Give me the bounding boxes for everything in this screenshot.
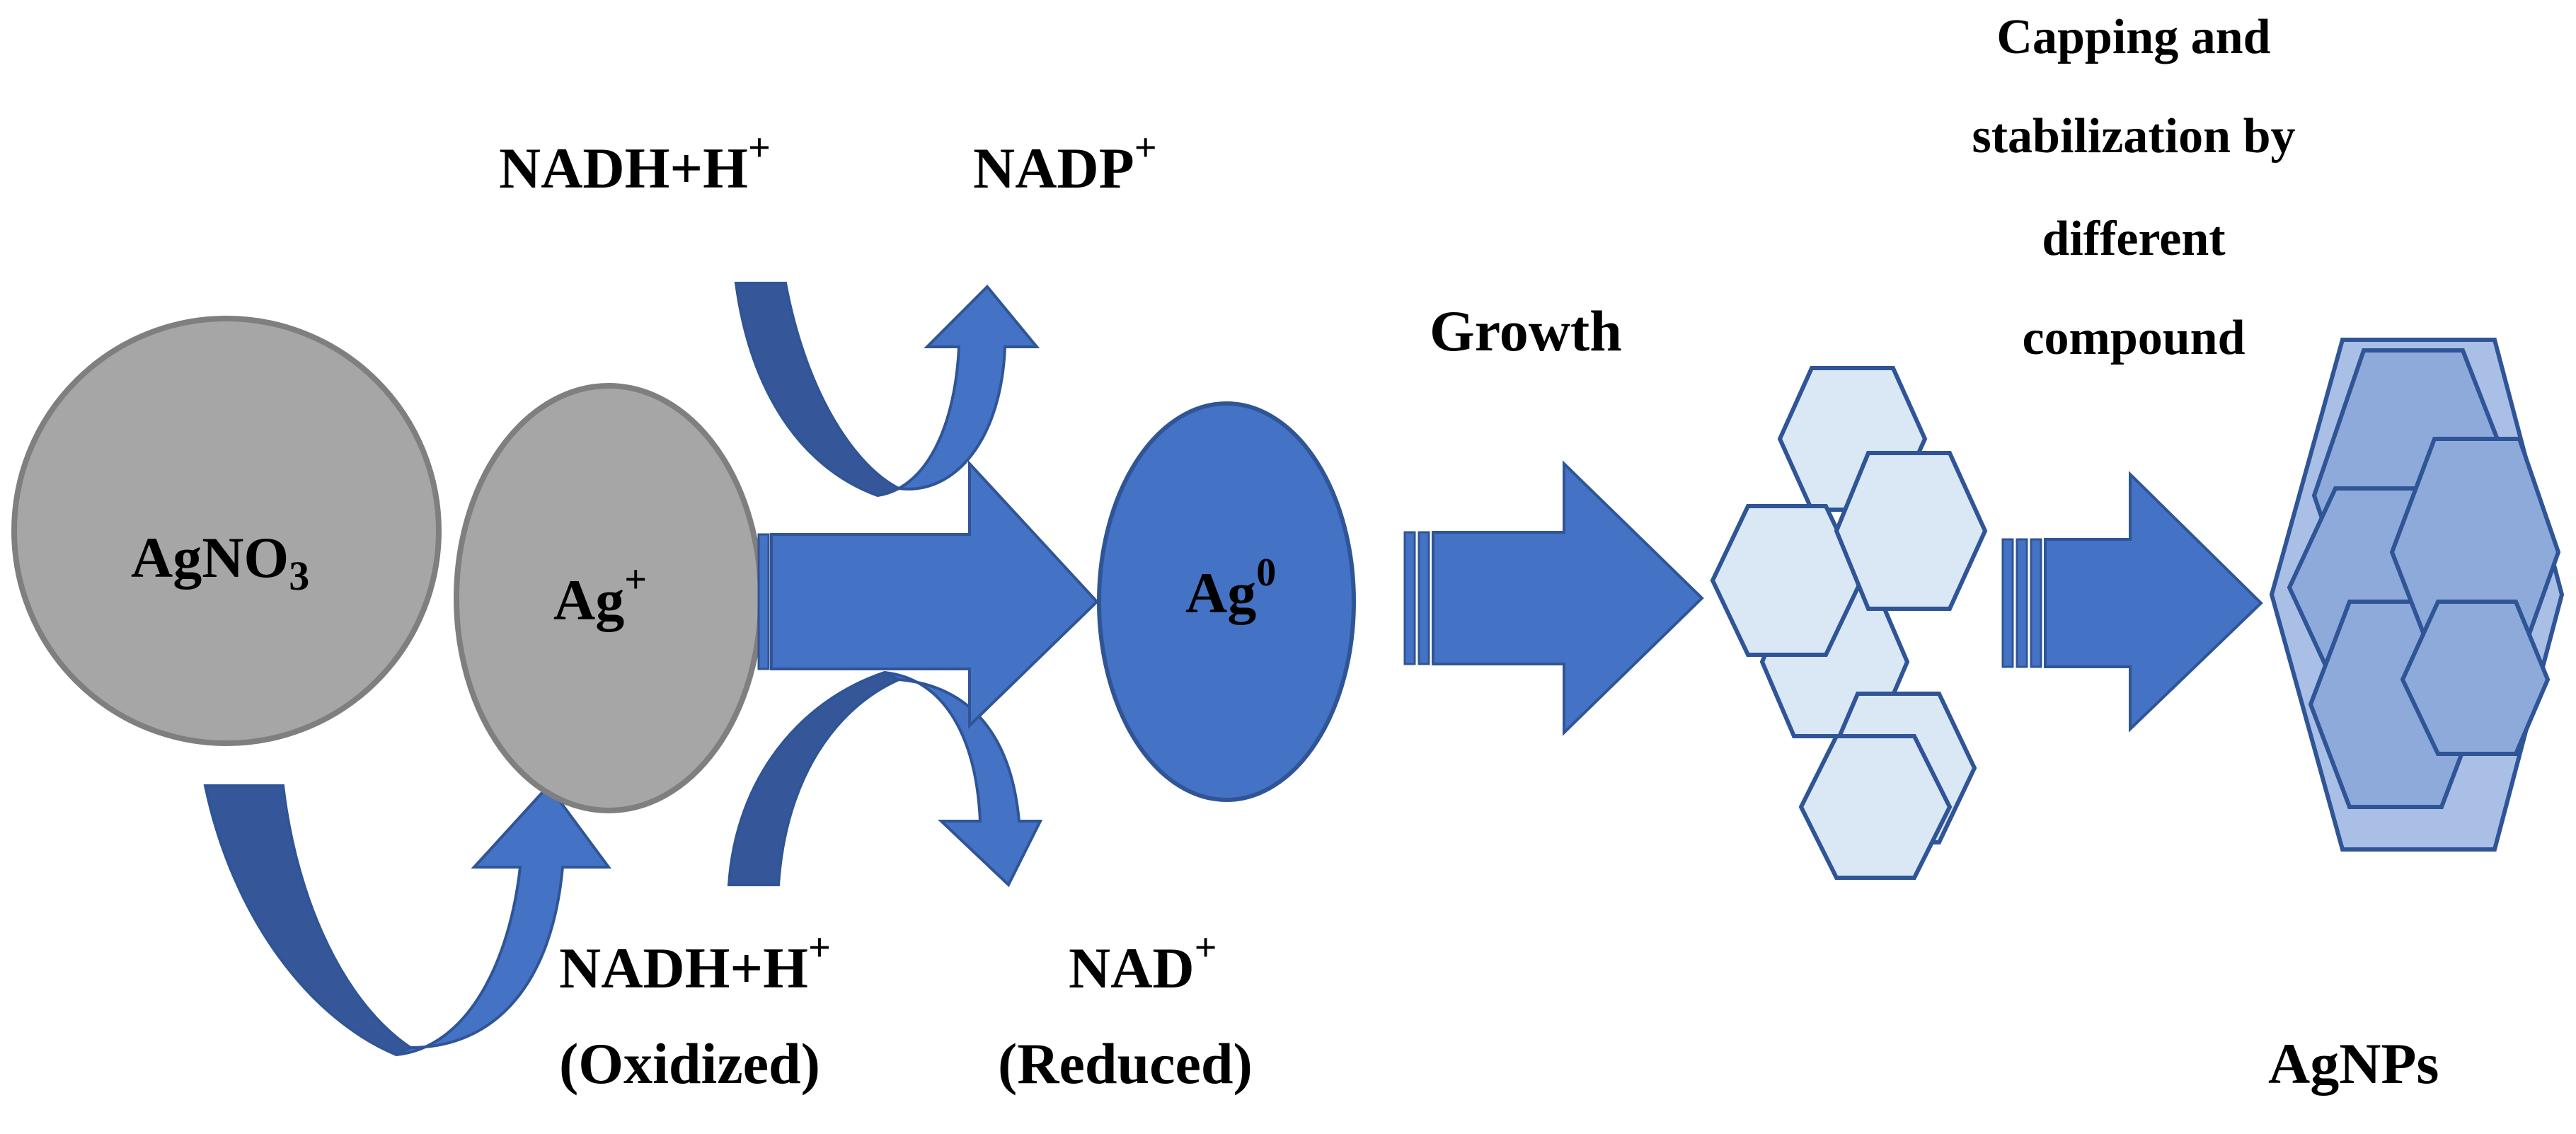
- agno3-label: AgNO3: [131, 525, 309, 599]
- growth-label: Growth: [1430, 299, 1622, 363]
- nadh-top-label: NADH+H+: [499, 126, 771, 200]
- capping-label-line-1: Capping and: [1996, 10, 2270, 64]
- main-reduction-arrow: [757, 459, 1099, 729]
- agnps-label: AgNPs: [2268, 1031, 2439, 1096]
- agno3-circle: [11, 316, 442, 746]
- capping-label-line-4: compound: [2022, 311, 2245, 365]
- nadp-label: NADP+: [973, 126, 1157, 200]
- capping-label-line-3: different: [2042, 212, 2225, 266]
- reduced-label: (Reduced): [998, 1031, 1253, 1096]
- reduction-curved-arrow-bottom-left: [203, 783, 611, 1057]
- ag-zero-circle: [1097, 401, 1356, 802]
- reduction-curved-arrow-bottom: [727, 670, 1043, 888]
- nanoparticle-cluster-light: [1710, 366, 1988, 880]
- oxidized-label: (Oxidized): [559, 1031, 820, 1096]
- nad-label: NAD+: [1069, 926, 1217, 1000]
- capping-label-line-2: stabilization by: [1972, 109, 2295, 164]
- ag-zero-label: Ag0: [1185, 551, 1276, 625]
- ag-ion-label: Ag+: [553, 558, 647, 632]
- nadh-bottom-label: NADH+H+: [559, 926, 831, 1000]
- oxidation-curved-arrow-top: [734, 282, 1040, 498]
- capped-nanoparticle: [2269, 338, 2565, 852]
- capping-arrow: [2001, 471, 2263, 733]
- growth-arrow: [1403, 460, 1704, 736]
